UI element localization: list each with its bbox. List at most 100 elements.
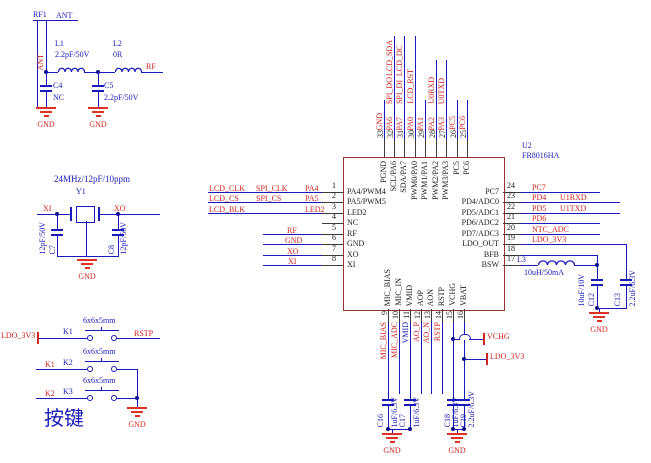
wire [453, 405, 454, 429]
pin-name: NC [347, 218, 359, 227]
net-label: RF [146, 62, 156, 71]
junction-dot [595, 306, 599, 310]
pin-stub [446, 139, 447, 157]
pin-stub [503, 213, 521, 214]
pin-stub [503, 202, 521, 203]
wire [442, 322, 443, 394]
junction-dot [595, 263, 599, 267]
pin-number: 31 [396, 130, 405, 138]
component-value: NC [53, 93, 65, 102]
wire [118, 235, 119, 256]
net-label: PA6 [385, 116, 394, 131]
gnd-symbol [88, 107, 108, 109]
capacitor-plate [458, 399, 470, 401]
gnd-symbol [134, 415, 140, 417]
gnd-label: GND [37, 120, 55, 129]
power-port-label: LDO_3V3 [1, 331, 36, 340]
net-label: XO [287, 247, 299, 256]
pin-number: 16 [456, 311, 465, 319]
pin-number: 4 [332, 212, 336, 221]
pin-number: 26 [449, 130, 458, 138]
wire [521, 213, 620, 214]
section-caption: 按键 [44, 408, 84, 430]
component-value: 12pF/50V [119, 221, 128, 254]
gnd-symbol [593, 316, 605, 318]
wire [118, 214, 119, 229]
net-label: LCD_SDA [385, 39, 394, 76]
pin-number: 14 [434, 311, 443, 319]
net-label: PC5 [448, 116, 457, 130]
component-value: 6x6x5mm [83, 347, 116, 356]
junction-dot [386, 427, 390, 431]
pin-stub [322, 213, 343, 214]
wire [57, 235, 58, 256]
wire [137, 369, 138, 399]
net-label: LED2 [305, 205, 325, 214]
wire [37, 20, 38, 108]
pushbutton-icon [111, 395, 117, 401]
pin-name: XO [347, 250, 359, 259]
gnd-label: GND [89, 120, 107, 129]
pin-stub [322, 192, 343, 193]
gnd-symbol [447, 433, 467, 435]
pushbutton-icon [85, 330, 119, 332]
designator: C4 [53, 81, 63, 90]
wire [464, 405, 465, 429]
capacitor-plate [112, 234, 124, 236]
net-label: PA7 [395, 116, 404, 131]
power-port-label: VCHG [487, 332, 510, 341]
pin-number: 6 [332, 233, 336, 242]
pin-name: PC5 [452, 161, 461, 175]
pin-stub [503, 265, 521, 266]
pushbutton-icon [85, 361, 119, 363]
wire [46, 72, 58, 73]
wire [626, 244, 627, 279]
wire [263, 265, 322, 266]
wire [421, 322, 422, 394]
capacitor-plate [382, 404, 394, 406]
capacitor-plate [51, 229, 63, 231]
net-label: LCD_DC [395, 44, 404, 76]
pin-stub [503, 192, 521, 193]
capacitor-plate [92, 85, 104, 87]
designator: K1 [63, 327, 73, 336]
wire [457, 429, 458, 433]
gnd-symbol [596, 320, 602, 322]
component-value: 6x6x5mm [83, 376, 116, 385]
wire [384, 100, 385, 139]
designator: C5 [104, 81, 114, 90]
capacitor-plate [40, 85, 52, 87]
pin-name: RF [347, 229, 357, 238]
wire [453, 339, 460, 340]
net-label: K2 [45, 389, 55, 398]
gnd-label: GND [128, 420, 146, 429]
ic-body [343, 157, 505, 311]
pin-number: 29 [417, 130, 426, 138]
junction-dot [451, 427, 455, 431]
capacitor-plate [447, 404, 459, 406]
net-label: U0TXD [437, 77, 446, 104]
pin-stub [457, 139, 458, 157]
net-label: MIC_BIAS [379, 322, 388, 360]
wire [46, 20, 47, 73]
pin-number: 22 [507, 202, 515, 211]
net-label: AO_N [422, 322, 431, 344]
connector-ref: RF1 [33, 10, 47, 19]
pin-name: AOP [416, 289, 425, 306]
wire [453, 322, 454, 399]
pin-number: 12 [413, 311, 422, 319]
wire [388, 322, 389, 399]
pin-number: 32 [386, 130, 395, 138]
pin-number: 21 [507, 212, 515, 221]
wire [597, 285, 598, 308]
wire [453, 429, 465, 430]
pushbutton-icon [101, 387, 103, 391]
wire [425, 100, 426, 139]
gnd-symbol [131, 411, 143, 413]
wire [446, 60, 447, 139]
junction-dot [408, 427, 412, 431]
component-value: 2.2uF/6.3V [628, 269, 637, 306]
wire [597, 255, 598, 266]
pin-name: PC7 [485, 187, 499, 196]
capacitor-plate [447, 399, 459, 401]
